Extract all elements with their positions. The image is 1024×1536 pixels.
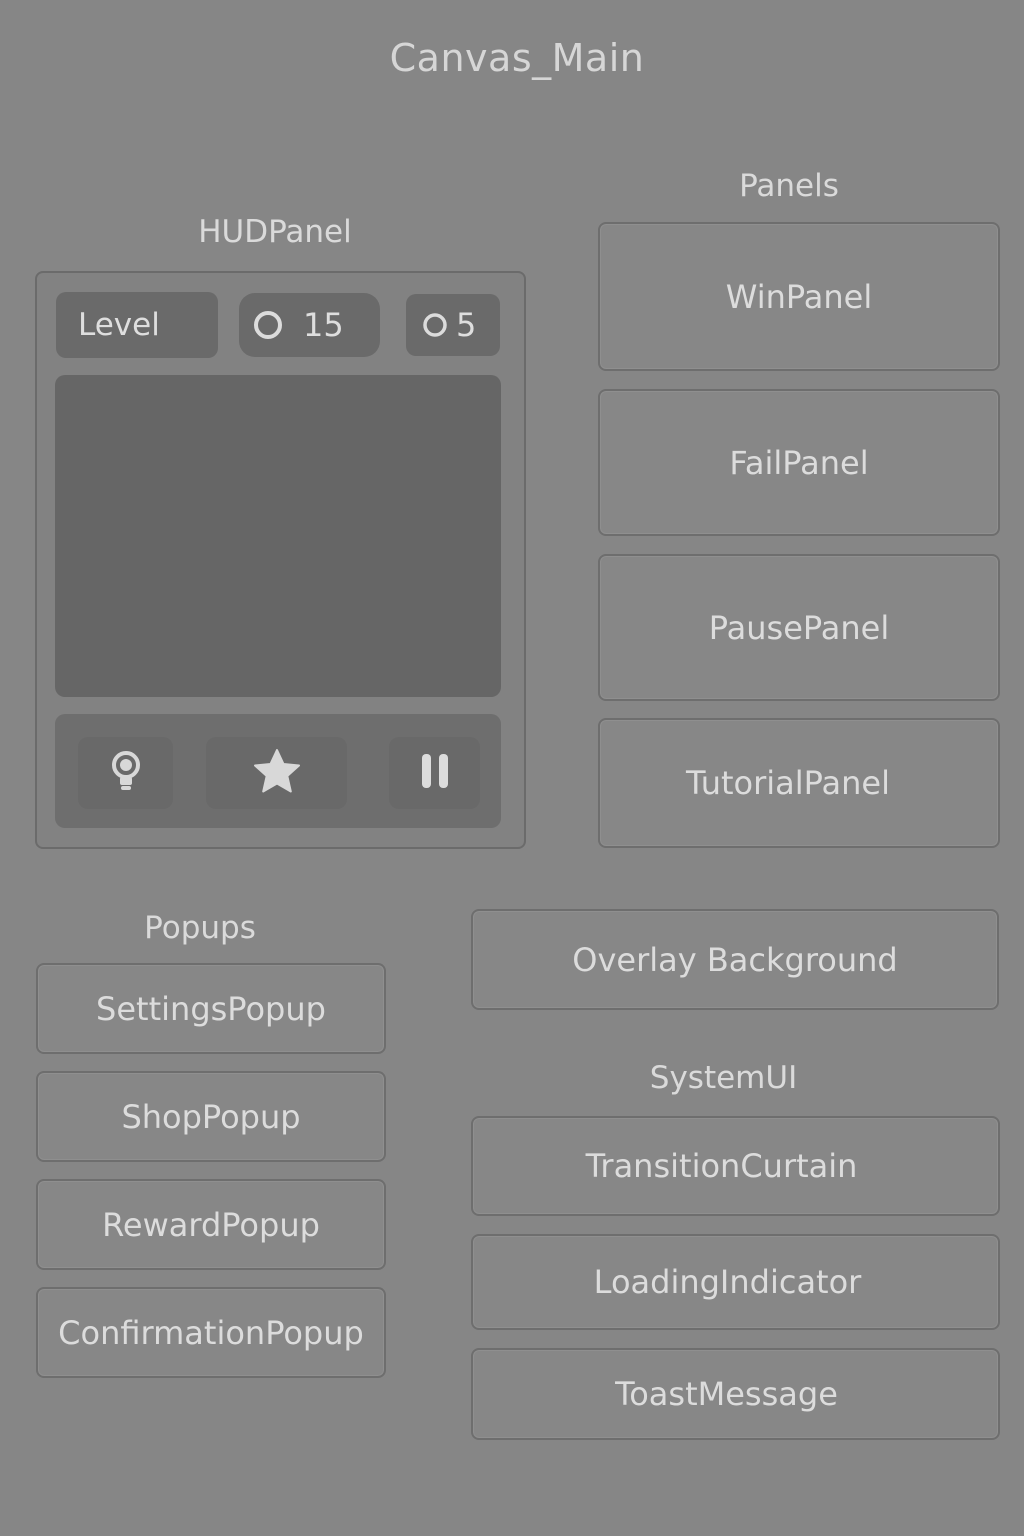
ring-icon: [253, 310, 283, 340]
overlay-background[interactable]: Overlay Background: [471, 909, 999, 1010]
counter-a-value: 15: [303, 306, 344, 344]
win-panel[interactable]: WinPanel: [598, 222, 1000, 371]
star-icon: [253, 748, 301, 798]
settings-popup[interactable]: SettingsPopup: [36, 963, 386, 1054]
win-panel-label: WinPanel: [725, 277, 873, 316]
transition-curtain[interactable]: TransitionCurtain: [471, 1116, 1000, 1216]
settings-popup-label: SettingsPopup: [96, 989, 326, 1028]
reward-popup[interactable]: RewardPopup: [36, 1179, 386, 1270]
panels-label: Panels: [739, 168, 839, 204]
shop-popup-label: ShopPopup: [121, 1097, 301, 1136]
shop-popup[interactable]: ShopPopup: [36, 1071, 386, 1162]
loading-indicator[interactable]: LoadingIndicator: [471, 1234, 1000, 1330]
reward-popup-label: RewardPopup: [102, 1205, 320, 1244]
popups-label: Popups: [144, 910, 256, 946]
ring-icon: [422, 312, 448, 338]
overlay-background-label: Overlay Background: [572, 940, 898, 979]
tutorial-panel[interactable]: TutorialPanel: [598, 718, 1000, 848]
pause-button[interactable]: [389, 737, 480, 809]
toast-message-label: ToastMessage: [615, 1375, 838, 1413]
loading-indicator-label: LoadingIndicator: [593, 1263, 862, 1301]
pause-icon: [420, 752, 450, 794]
fail-panel-label: FailPanel: [729, 443, 869, 482]
pause-panel-label: PausePanel: [708, 608, 890, 647]
star-button[interactable]: [206, 737, 347, 809]
hint-button[interactable]: [78, 737, 173, 809]
diagram-title: Canvas_Main: [389, 36, 645, 80]
fail-panel[interactable]: FailPanel: [598, 389, 1000, 536]
system-ui-label: SystemUI: [649, 1060, 798, 1096]
counter-chip-a: 15: [239, 293, 380, 357]
confirmation-popup-label: ConfirmationPopup: [58, 1313, 364, 1352]
counter-chip-b: 5: [406, 294, 500, 356]
hud-panel-label: HUDPanel: [198, 214, 352, 250]
confirmation-popup[interactable]: ConfirmationPopup: [36, 1287, 386, 1378]
level-label: Level: [78, 307, 160, 343]
play-area: [55, 375, 501, 697]
toast-message[interactable]: ToastMessage: [471, 1348, 1000, 1440]
transition-curtain-label: TransitionCurtain: [585, 1147, 858, 1185]
counter-b-value: 5: [456, 306, 477, 344]
level-chip: Level: [56, 292, 218, 358]
lightbulb-icon: [108, 749, 144, 797]
tutorial-panel-label: TutorialPanel: [686, 764, 890, 802]
pause-panel[interactable]: PausePanel: [598, 554, 1000, 701]
